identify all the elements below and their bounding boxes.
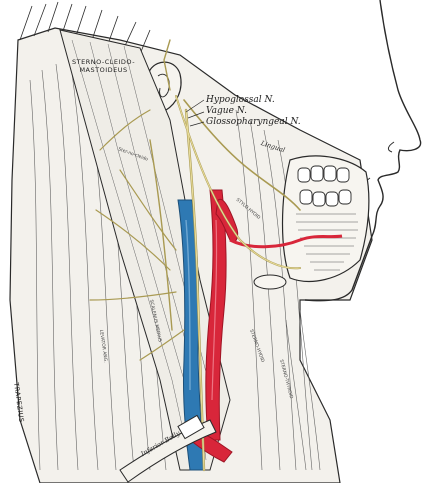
teeth [297,165,352,207]
hair-strands [19,1,151,55]
common-carotid-artery [205,189,227,441]
clavicle-fragment [177,414,205,440]
nerve-fill [175,95,301,471]
sternocleidomastoid-label: STERNO-CLEIDO- MASTOIDEUS [72,58,135,74]
ear-inner [157,73,170,98]
omohyoid-inferior-belly [119,419,217,483]
face-profile-outline [304,0,422,302]
sterno-label-line2: MASTOIDEUS [79,66,128,74]
nostril [387,141,395,153]
vagus-nerve-label: Vague N. [206,106,247,116]
hypoglossal-nerve-label: Hypoglossal N. [206,95,275,105]
vein-highlight [185,219,191,391]
mandible [281,155,370,282]
floor-of-mouth-hatching [296,213,358,271]
hyoid-bone [253,274,287,290]
lingual-artery [229,234,343,249]
glossopharyngeal-nerve-label: Glossopharyngeal N. [206,117,301,127]
glossopharyngeal-nerve [183,99,301,211]
sterno-label-line1: STERNO-CLEIDO- [72,58,136,66]
label-leader-lines [185,99,205,127]
artery-highlight [211,219,218,401]
svg-text:LEVATOR ANG.: LEVATOR ANG. [98,329,109,363]
